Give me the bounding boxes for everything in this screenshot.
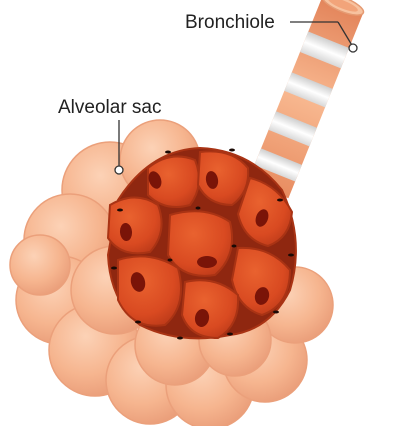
cutaway-alveoli bbox=[108, 148, 296, 340]
bronchiole-label: Bronchiole bbox=[185, 12, 275, 33]
alveolar-sac-label: Alveolar sac bbox=[58, 97, 162, 118]
